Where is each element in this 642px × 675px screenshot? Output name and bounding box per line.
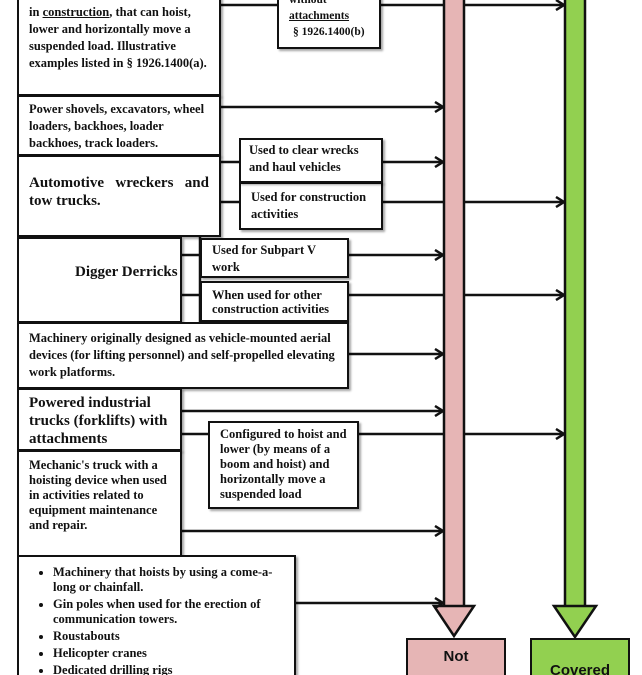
clear-wrecks-box: Used to clear wrecks and haul vehicles [239, 138, 383, 183]
construction-link: construction [42, 5, 110, 19]
excluded-list: Machinery that hoists by using a come-a-… [29, 565, 284, 675]
list-item: Dedicated drilling rigs [53, 663, 284, 675]
list-item: Gin poles when used for the erection of … [53, 597, 284, 627]
other-construction-box: When used for other construction activit… [200, 281, 349, 322]
mechanic-truck-box: Mechanic's truck with a hoisting device … [17, 450, 182, 560]
covered-arrow [551, 0, 599, 640]
list-item: Helicopter cranes [53, 646, 284, 661]
list-item: Roustabouts [53, 629, 284, 644]
list-item: Machinery that hoists by using a come-a-… [53, 565, 284, 595]
aerial-devices-box: Machinery originally designed as vehicle… [17, 322, 349, 389]
wreckers-box: Automotive wreckers and tow trucks. [17, 155, 221, 237]
covered-box: Covered [530, 638, 630, 675]
subpart-v-box: Used for Subpart V work [200, 238, 349, 278]
construction-activities-box: Used for construction activities [239, 182, 383, 230]
not-covered-arrow [431, 0, 477, 639]
excluded-list-box: Machinery that hoists by using a come-a-… [17, 555, 296, 675]
power-shovels-box: Power shovels, excavators, wheel loaders… [17, 95, 221, 156]
digger-derricks-box: Digger Derricks [17, 237, 182, 323]
forklifts-box: Powered industrial trucks (forklifts) wi… [17, 388, 182, 451]
equipment-box: in construction, that can hoist, lower a… [17, 0, 221, 96]
not-covered-box: Not [406, 638, 506, 675]
without-attachments-box: without attachments § 1926.1400(b) [277, 0, 381, 49]
configured-box: Configured to hoist and lower (by means … [208, 421, 359, 509]
